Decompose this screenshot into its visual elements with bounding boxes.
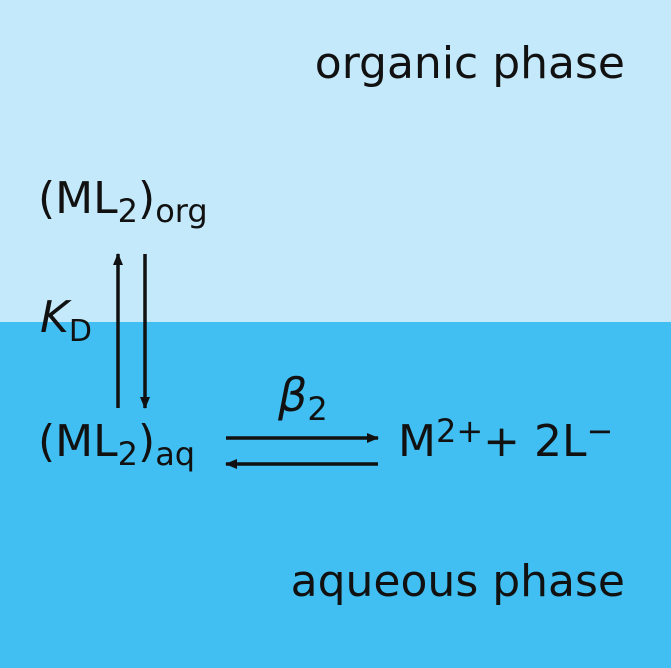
complex-aqueous-phase: aq: [155, 435, 196, 473]
distribution-constant-label: KD: [40, 296, 92, 347]
complex-organic: (ML2)org: [38, 177, 208, 228]
aqueous-phase-label: aqueous phase: [290, 556, 625, 607]
metal-ion: M: [398, 416, 436, 467]
complex-organic-formula: (ML: [38, 173, 118, 224]
complex-organic-phase: org: [155, 192, 208, 230]
metal-ion-charge: 2+: [435, 412, 484, 450]
plus-sign: +: [483, 416, 534, 467]
formation-constant-symbol: β: [278, 368, 308, 422]
complex-aqueous-formula: (ML: [38, 416, 118, 467]
ligand-ion: 2L: [534, 416, 587, 467]
aqueous-phase-region: [0, 322, 671, 668]
ligand-ion-charge: −: [586, 412, 614, 450]
complex-organic-stoich: 2: [117, 192, 139, 230]
distribution-constant-subscript: D: [68, 314, 92, 349]
formation-constant-subscript: 2: [307, 390, 328, 428]
complex-aqueous: (ML2)aq: [38, 420, 195, 471]
organic-phase-label: organic phase: [314, 38, 625, 89]
organic-phase-region: [0, 0, 671, 322]
distribution-constant-symbol: K: [40, 292, 69, 343]
free-ions: M2++ 2L−: [398, 415, 613, 464]
complex-aqueous-close: ): [138, 416, 156, 467]
formation-constant-label: β2: [278, 372, 328, 425]
complex-aqueous-stoich: 2: [117, 435, 139, 473]
complex-organic-close: ): [138, 173, 156, 224]
